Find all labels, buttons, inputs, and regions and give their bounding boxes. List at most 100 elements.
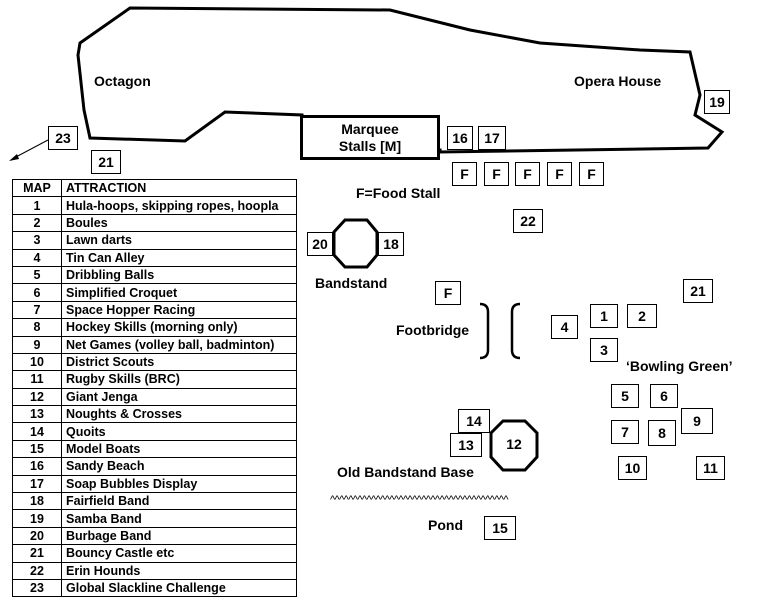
legend-attraction: Burbage Band [61, 526, 297, 546]
legend-attraction: Soap Bubbles Display [61, 474, 297, 494]
marker-12: 12 [506, 436, 522, 452]
legend-attraction: Hockey Skills (morning only) [61, 318, 297, 337]
legend-map-number: 15 [12, 439, 62, 459]
marquee-stalls: Marquee Stalls [M] [300, 115, 440, 160]
legend-attraction: District Scouts [61, 352, 297, 372]
marker-9: 9 [681, 408, 713, 434]
legend-attraction: Quoits [61, 422, 297, 441]
legend-map-number: 7 [12, 300, 62, 320]
legend-attraction: Sandy Beach [61, 457, 297, 476]
legend-attraction: Rugby Skills (BRC) [61, 370, 297, 389]
arrow-23 [13, 139, 49, 159]
legend-attraction: Noughts & Crosses [61, 405, 297, 424]
legend-attraction: Space Hopper Racing [61, 300, 297, 320]
bandstand-octagon [332, 218, 379, 269]
marker-13: 13 [450, 433, 482, 457]
marker-5: 5 [611, 384, 639, 408]
legend-attraction: Dribbling Balls [61, 265, 297, 285]
legend-attraction: Bouncy Castle etc [61, 544, 297, 563]
food-stall: F [515, 162, 540, 186]
marker-19: 19 [704, 90, 730, 114]
marker-3: 3 [590, 338, 618, 362]
legend-attraction: Lawn darts [61, 231, 297, 250]
legend-attraction: Model Boats [61, 439, 297, 459]
food-stall-key: F=Food Stall [356, 185, 441, 201]
opera-house-label: Opera House [574, 73, 662, 89]
marker-2: 2 [627, 304, 657, 328]
legend-attraction: Samba Band [61, 509, 297, 528]
marker-7: 7 [611, 420, 639, 444]
legend-map-number: 1 [12, 196, 62, 215]
old-bandstand-octagon [489, 419, 539, 472]
footbridge-right-bracket [510, 302, 521, 360]
marker-23: 23 [48, 126, 78, 150]
legend-map-number: 9 [12, 335, 62, 354]
legend-attraction: Net Games (volley ball, badminton) [61, 335, 297, 354]
bandstand-label: Bandstand [315, 275, 388, 291]
food-stall: F [579, 162, 604, 186]
marker-21b: 21 [683, 279, 713, 303]
legend-map-number: 22 [12, 561, 62, 580]
marker-10: 10 [618, 456, 647, 480]
legend-header-attraction: ATTRACTION [61, 178, 297, 198]
legend-map-number: 2 [12, 213, 62, 233]
legend-attraction: Boules [61, 213, 297, 233]
marker-15: 15 [484, 516, 516, 540]
legend-map-number: 10 [12, 352, 62, 372]
legend-attraction: Giant Jenga [61, 387, 297, 407]
legend-attraction: Erin Hounds [61, 561, 297, 580]
pond-edge: ^^^^^^^^^^^^^^^^^^^^^^^^^^^^^^^^^^^^^^^ [330, 494, 509, 506]
footbridge-left-bracket [479, 302, 490, 360]
legend-header-map: MAP [12, 178, 62, 198]
marker-1: 1 [590, 304, 618, 328]
footbridge-label: Footbridge [396, 322, 470, 338]
legend-map-number: 12 [12, 387, 62, 407]
legend-map-number: 11 [12, 370, 62, 389]
octagon-label: Octagon [94, 73, 151, 89]
marker-21: 21 [91, 150, 121, 174]
legend-map-number: 5 [12, 265, 62, 285]
arrow-23-head [9, 154, 19, 161]
legend-attraction: Hula-hoops, skipping ropes, hoopla [61, 196, 297, 215]
legend-map-number: 16 [12, 457, 62, 476]
food-stall: F [435, 281, 461, 305]
legend-map-number: 6 [12, 283, 62, 302]
food-stall: F [484, 162, 509, 186]
marker-6: 6 [650, 384, 678, 408]
legend-map-number: 23 [12, 578, 62, 598]
legend-map-number: 13 [12, 405, 62, 424]
marker-20: 20 [307, 232, 333, 256]
legend-header: MAP ATTRACTION [12, 178, 297, 198]
building-outline [76, 6, 725, 154]
legend-map-number: 19 [12, 509, 62, 528]
legend-attraction: Fairfield Band [61, 492, 297, 511]
marker-11: 11 [696, 456, 725, 480]
legend-map-number: 14 [12, 422, 62, 441]
legend-map-number: 17 [12, 474, 62, 494]
marker-16: 16 [447, 126, 473, 150]
legend-map-number: 3 [12, 231, 62, 250]
legend-attraction: Simplified Croquet [61, 283, 297, 302]
legend-map-number: 8 [12, 318, 62, 337]
marker-22: 22 [513, 209, 543, 233]
legend-map-number: 20 [12, 526, 62, 546]
bowling-green-label: ‘Bowling Green’ [626, 358, 733, 374]
